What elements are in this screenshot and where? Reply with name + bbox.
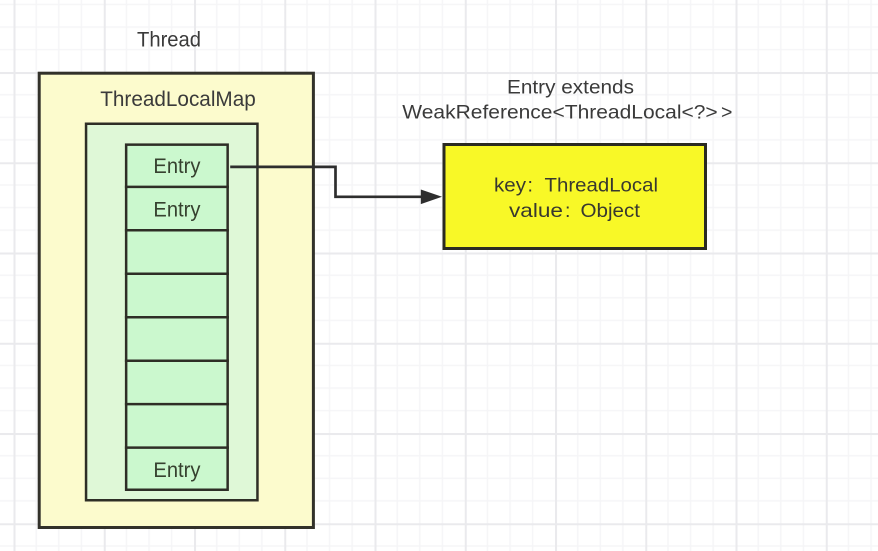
svg-text:Entry extends: Entry extends bbox=[507, 76, 634, 98]
svg-text:WeakReference<ThreadLocal<?>: WeakReference<ThreadLocal<?> bbox=[402, 101, 717, 123]
svg-text:key: key bbox=[494, 175, 526, 197]
svg-text::: : bbox=[565, 200, 570, 222]
svg-text:Object: Object bbox=[581, 200, 641, 222]
svg-text:Entry: Entry bbox=[153, 154, 200, 178]
svg-text:ThreadLocalMap: ThreadLocalMap bbox=[100, 87, 256, 111]
svg-text:Thread: Thread bbox=[137, 28, 201, 52]
svg-text:ThreadLocal: ThreadLocal bbox=[545, 175, 659, 197]
svg-text::: : bbox=[528, 175, 533, 197]
svg-text:Entry: Entry bbox=[153, 458, 200, 482]
svg-text:value: value bbox=[509, 200, 563, 222]
svg-text:Entry: Entry bbox=[153, 198, 200, 222]
svg-text:>: > bbox=[721, 101, 732, 123]
